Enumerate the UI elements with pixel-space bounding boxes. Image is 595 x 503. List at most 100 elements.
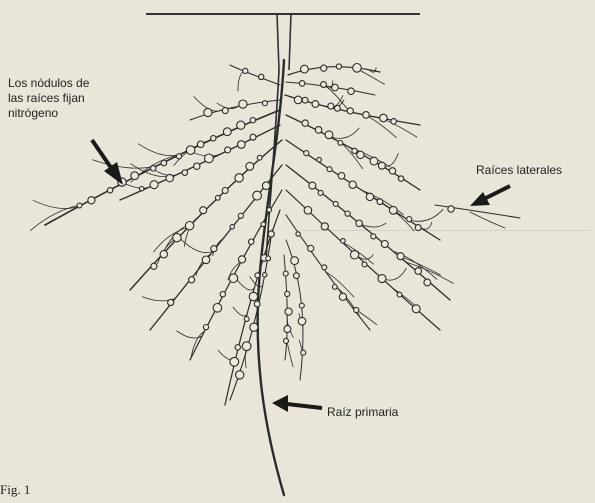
nodule [202, 256, 210, 264]
rootlet [153, 169, 180, 175]
nodule [397, 292, 402, 297]
nodule [250, 323, 258, 331]
nodule [301, 350, 306, 355]
nodule [327, 167, 332, 172]
nodule [389, 168, 395, 174]
nodule [262, 182, 270, 190]
nodule [285, 291, 290, 296]
nodule [299, 81, 305, 87]
nodule [353, 64, 362, 73]
lateral-root [230, 65, 280, 85]
nodule [378, 162, 385, 169]
nodule [354, 307, 359, 312]
nodule [140, 187, 144, 191]
nodule [220, 292, 225, 297]
nodule [285, 308, 292, 315]
nodule [349, 181, 356, 188]
nodule [213, 304, 222, 313]
nodule [302, 97, 308, 103]
nodule [338, 173, 345, 180]
nodule [350, 251, 358, 259]
nodule [166, 174, 173, 181]
nodule [304, 207, 312, 215]
nodule [407, 217, 412, 222]
nodule [261, 222, 266, 227]
nodule [348, 88, 355, 95]
nodule [194, 163, 200, 169]
nodule [151, 166, 156, 171]
nodule [253, 191, 262, 200]
nodule [131, 172, 139, 180]
nodule [151, 263, 157, 269]
nodule [107, 188, 112, 193]
nodule [335, 105, 341, 111]
nodule [215, 195, 220, 200]
nodule [341, 239, 346, 244]
nodule [268, 231, 274, 237]
nodule [356, 220, 363, 227]
label-nodules: Los nódulos de las raíces fijan nitrógen… [8, 76, 89, 121]
nodule [377, 199, 383, 205]
nodule [211, 136, 216, 141]
nodule [254, 301, 260, 307]
nodule [302, 120, 308, 126]
nodule [160, 251, 167, 258]
nodule [250, 118, 255, 123]
nodule [189, 277, 195, 283]
nodule [238, 213, 243, 218]
rootlet [361, 223, 387, 227]
nodule [173, 234, 181, 242]
rootlet [326, 272, 354, 297]
nodule [222, 188, 228, 194]
nodule [255, 273, 260, 278]
nodule [333, 201, 338, 206]
label-primary-root: Raíz primaria [327, 405, 398, 420]
nodule [412, 305, 420, 313]
nodule [381, 241, 388, 248]
nodule [391, 119, 397, 125]
nodule [325, 131, 333, 139]
nodule [230, 225, 234, 229]
nodule [296, 232, 300, 236]
nodule [415, 268, 422, 275]
nodule [237, 121, 245, 129]
nodule [223, 128, 231, 136]
nodule [257, 155, 262, 160]
nodule [347, 108, 353, 114]
rootlet [138, 144, 181, 156]
nodule [235, 345, 240, 350]
nodule [321, 82, 327, 88]
nodule [321, 65, 327, 71]
nodule [222, 108, 228, 114]
nodule [205, 154, 214, 163]
nodule [345, 211, 350, 216]
nodule [309, 182, 316, 189]
nodule [211, 246, 217, 252]
nodule [230, 357, 239, 366]
nodule [238, 256, 245, 263]
nodule [366, 193, 373, 200]
nodule [357, 151, 364, 158]
nodule [244, 317, 249, 322]
rootlet [408, 209, 443, 221]
nodule [301, 65, 309, 73]
rootlet [233, 307, 247, 316]
nodule [315, 127, 322, 134]
nodule [238, 141, 246, 149]
nodule [294, 273, 300, 279]
rootlet [237, 280, 254, 290]
label-nodules-line-1: Los nódulos de [8, 76, 89, 91]
nodule [225, 147, 231, 153]
nodule [317, 157, 322, 162]
nodule [332, 84, 339, 91]
nodule [321, 223, 328, 230]
figure-label: Fig. 1 [0, 482, 30, 498]
nodule [415, 225, 421, 231]
nodule [291, 257, 299, 265]
nodule [304, 151, 309, 156]
nodule [249, 239, 254, 244]
nodule [239, 100, 247, 108]
nodule [246, 162, 254, 170]
